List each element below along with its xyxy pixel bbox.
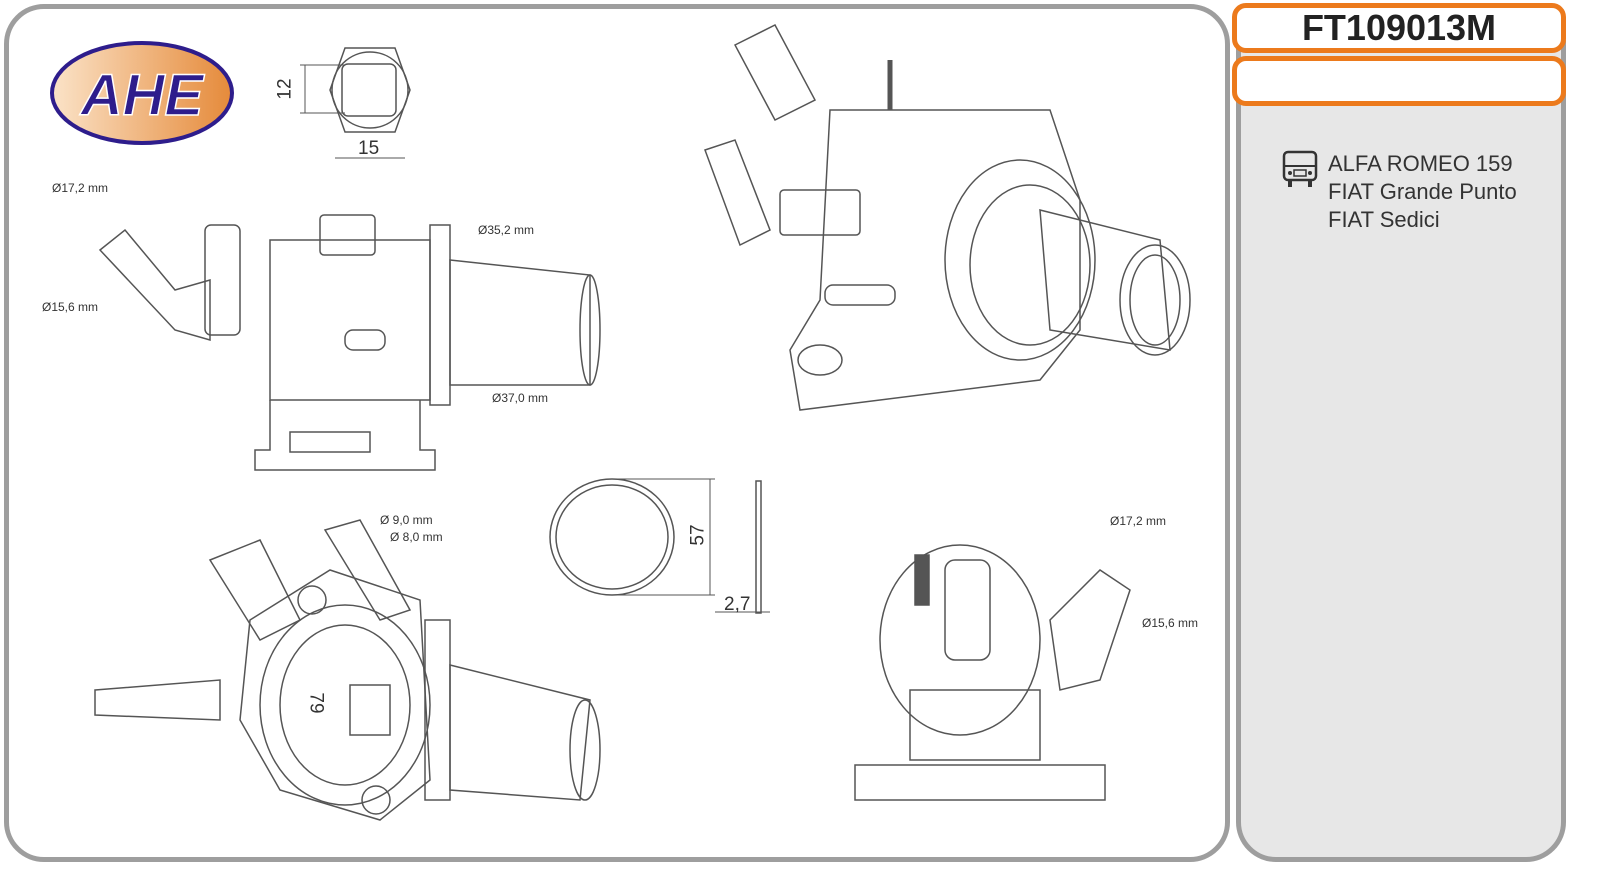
vehicle-icon (1282, 150, 1318, 187)
application-item: FIAT Sedici (1328, 207, 1440, 232)
info-panel (1236, 40, 1566, 862)
dim-label: Ø 8,0 mm (390, 530, 443, 544)
svg-text:AHE: AHE (79, 63, 206, 128)
dim-label: Ø17,2 mm (1110, 514, 1167, 528)
dim-label: Ø35,2 mm (478, 223, 535, 237)
iso-view (704, 24, 1191, 411)
height-79-label: 79 (305, 692, 327, 714)
secondary-code-box (1232, 56, 1566, 106)
application-item: FIAT Grande Punto (1328, 179, 1517, 204)
seal-thickness-label: 2,7 (724, 594, 751, 615)
application-item: ALFA ROMEO 159 (1328, 151, 1513, 176)
seal-ring (549, 478, 770, 614)
side-view (854, 544, 1131, 801)
technical-drawing: AHE (50, 24, 1191, 821)
sensor-height-label: 12 (274, 78, 296, 100)
dim-label: Ø15,6 mm (1142, 616, 1199, 630)
dim-label: Ø 9,0 mm (380, 513, 433, 527)
bottom-view (94, 519, 601, 821)
ahe-logo: AHE (50, 41, 234, 145)
dim-label: Ø37,0 mm (492, 391, 549, 405)
applications: ALFA ROMEO 159 FIAT Grande Punto FIAT Se… (1282, 150, 1517, 234)
sensor-connector (300, 47, 411, 159)
product-code: FT109013M (1232, 3, 1566, 53)
sensor-width-label: 15 (358, 138, 380, 159)
dim-label: Ø17,2 mm (52, 181, 109, 195)
dim-label: Ø15,6 mm (42, 300, 99, 314)
front-view (98, 214, 601, 471)
seal-diameter-label: 57 (687, 524, 709, 546)
